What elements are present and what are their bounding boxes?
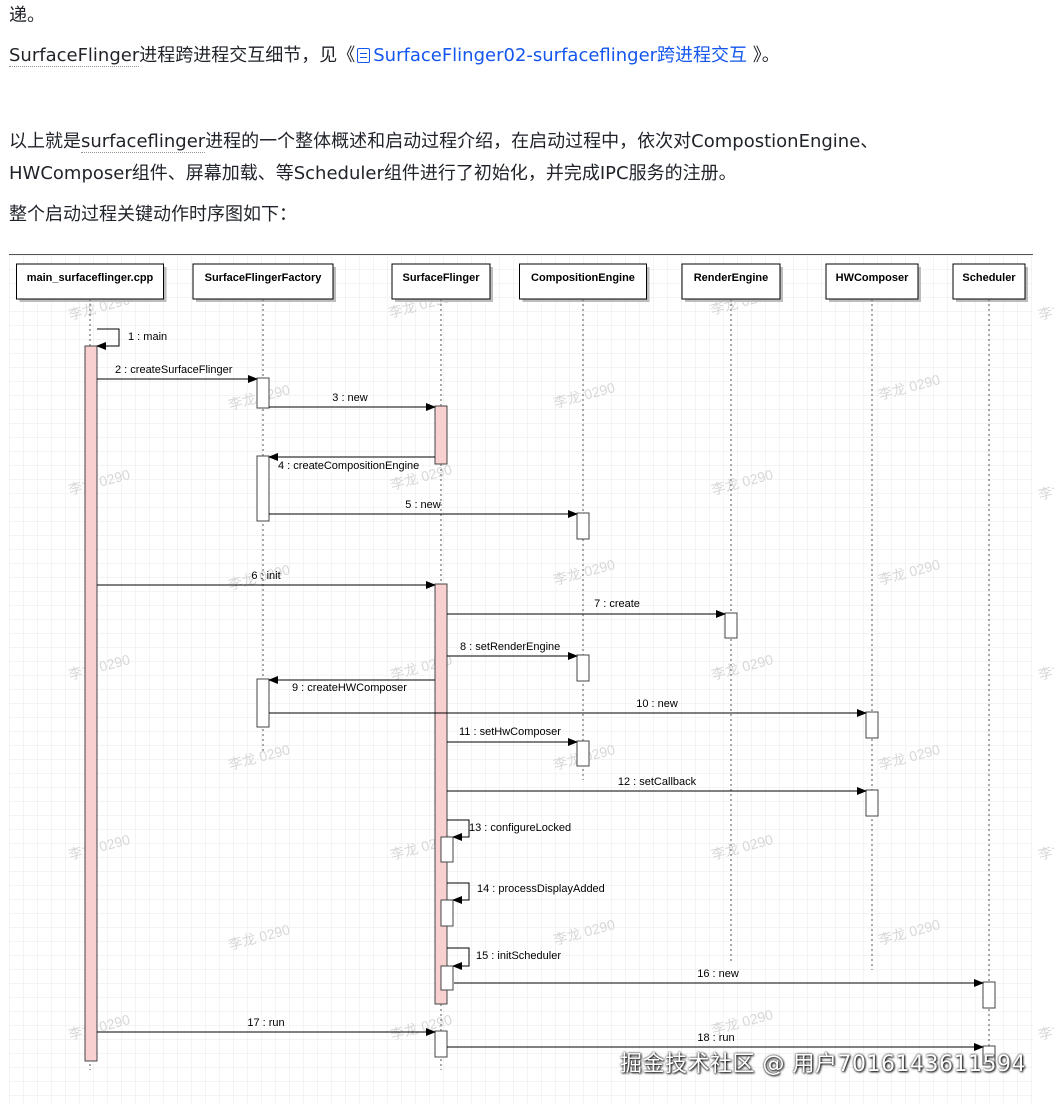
activation-bar [434, 583, 448, 1005]
text: 进程的一个整体概述和启动过程介绍，在启动过程中，依次对CompostionEng… [205, 131, 879, 152]
participant-label: SurfaceFlingerFactory [205, 272, 323, 284]
text: 》。 [747, 45, 780, 66]
participant-label: CompositionEngine [531, 272, 635, 284]
message-label: 5 : new [405, 499, 441, 511]
term-surfaceflinger: surfaceflinger [81, 131, 206, 153]
participant-box [391, 263, 491, 300]
participant-box [16, 263, 164, 300]
paragraph-summary-line2: HWComposer组件、屏幕加载、等Scheduler组件进行了初始化，并完成… [9, 161, 737, 187]
activation-bar [256, 678, 270, 728]
activation-bar [84, 345, 98, 1062]
text: 递。 [9, 5, 45, 26]
message-label: 7 : create [594, 598, 640, 610]
text: 整个启动过程关键动作时序图如下： [9, 204, 297, 225]
diagram-grid [9, 255, 1033, 1104]
site-watermark: 掘金技术社区 @ 用户7016143611594 [620, 1052, 1026, 1077]
participant-label: main_surfaceflinger.cpp [27, 272, 154, 284]
activation-bar [256, 455, 270, 522]
message-label: 14 : processDisplayAdded [477, 883, 605, 895]
participant-label: SurfaceFlinger [402, 272, 480, 284]
message-label: 4 : createCompositionEngine [278, 460, 419, 472]
message-label: 18 : run [697, 1032, 734, 1044]
message-label: 6 : init [251, 570, 280, 582]
bg-watermark: 李龙 0290 [1037, 1011, 1054, 1043]
divider [9, 254, 1033, 255]
participant-label: HWComposer [836, 272, 909, 284]
bg-watermark: 李龙 0290 [1037, 291, 1054, 323]
message-label: 10 : new [636, 698, 678, 710]
activation-bar [256, 377, 270, 409]
message-label: 15 : initScheduler [476, 950, 561, 962]
activation-bar [576, 512, 590, 540]
paragraph-reference: SurfaceFlinger进程跨进程交互细节，见《 SurfaceFlinger… [9, 43, 780, 69]
message-label: 8 : setRenderEngine [460, 641, 560, 653]
doc-link-label: SurfaceFlinger02-surfaceflinger跨进程交互 [373, 45, 748, 66]
diagram-caption: 整个启动过程关键动作时序图如下： [9, 202, 297, 228]
activation-bar [982, 1045, 996, 1066]
message-label: 2 : createSurfaceFlinger [115, 364, 233, 376]
activation-bar [434, 1030, 448, 1058]
message-label: 13 : configureLocked [469, 822, 571, 834]
message-label: 16 : new [697, 968, 739, 980]
text: 进程跨进程交互细节，见《 [139, 45, 356, 66]
message-label: 1 : main [128, 331, 167, 343]
term-surfaceflinger: SurfaceFlinger [9, 45, 140, 67]
bg-watermark: 李龙 0290 [1037, 651, 1054, 683]
participant-box [825, 263, 919, 300]
activation-bar [576, 654, 590, 682]
self-message-arrow [447, 882, 470, 904]
bg-watermark: 李龙 0290 [1037, 471, 1054, 503]
participant-box [681, 263, 781, 300]
activation-bar [865, 711, 879, 739]
self-message-arrow [447, 819, 470, 841]
text: HWComposer组件、屏幕加载、等Scheduler组件进行了初始化，并完成… [9, 163, 737, 184]
participant-label: Scheduler [962, 272, 1016, 284]
activation-bar [440, 899, 454, 927]
paragraph-summary-line1: 以上就是surfaceflinger进程的一个整体概述和启动过程介绍，在启动过程… [9, 129, 878, 155]
activation-bar [434, 405, 448, 465]
message-label: 9 : createHWComposer [292, 682, 407, 694]
text: 以上就是 [9, 131, 81, 152]
doc-link[interactable]: SurfaceFlinger02-surfaceflinger跨进程交互 [355, 45, 747, 66]
message-label: 11 : setHwComposer [459, 726, 561, 738]
self-message-arrow [96, 328, 120, 350]
document-icon [357, 48, 371, 63]
bg-watermark: 李龙 0290 [1037, 831, 1054, 863]
activation-bar [440, 836, 454, 863]
participant-box [952, 263, 1026, 300]
participant-box [192, 263, 334, 300]
message-label: 12 : setCallback [618, 776, 697, 788]
activation-bar [982, 981, 996, 1009]
self-message-arrow [447, 947, 470, 970]
activation-bar [576, 740, 590, 767]
message-label: 3 : new [332, 392, 368, 404]
message-label: 17 : run [247, 1017, 284, 1029]
participant-label: RenderEngine [694, 272, 769, 284]
activation-bar [865, 789, 879, 817]
paragraph-fragment: 递。 [9, 3, 45, 29]
activation-bar [440, 965, 454, 991]
activation-bar [724, 612, 738, 639]
